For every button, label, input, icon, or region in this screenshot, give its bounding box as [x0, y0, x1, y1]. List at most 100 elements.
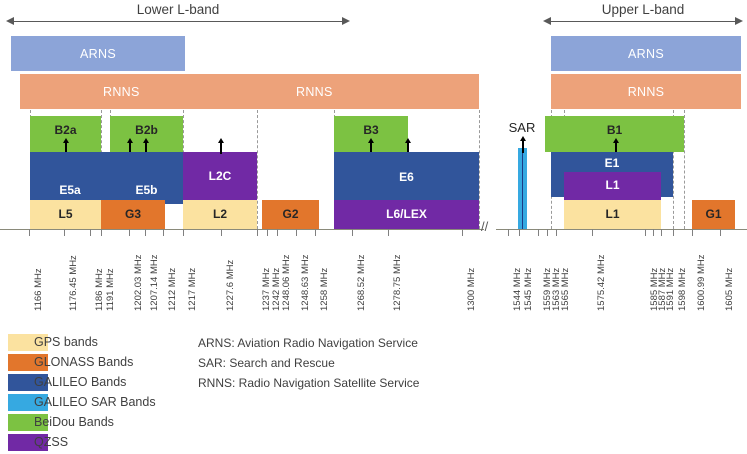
band-block-l1-qzss[interactable]: L1 [564, 172, 661, 200]
axis-tick [145, 229, 147, 236]
service-bar-arns-lower: ARNS [11, 36, 185, 71]
legend-label: GLONASS Bands [34, 355, 134, 369]
band-label-b1: B1 [606, 123, 623, 137]
axis-tick [221, 229, 223, 236]
service-label-rnns-upper: RNNS [627, 84, 665, 99]
axis-tick-label: 1217 MHz [187, 267, 198, 311]
lower-l-band-title: Lower L-band [136, 2, 220, 17]
band-label-l5: L5 [58, 207, 73, 221]
frequency-axis-left [0, 229, 484, 231]
band-label-l2c: L2C [208, 169, 232, 183]
band-label-e6: E6 [399, 170, 414, 184]
axis-tick [547, 229, 549, 236]
band-block-l5[interactable]: L5 [30, 200, 101, 229]
axis-tick-label: 1591 MHz [665, 267, 676, 311]
axis-tick-label: 1248.63 MHz [300, 254, 311, 311]
axis-tick-label: 1227.6 MHz [225, 259, 236, 311]
axis-tick [538, 229, 540, 236]
axis-tick [277, 229, 279, 236]
axis-tick [163, 229, 165, 236]
axis-tick-label: 1212 MHz [167, 267, 178, 311]
service-label-rnns-left: RNNS [103, 84, 140, 99]
band-block-b1[interactable]: B1 [545, 116, 684, 153]
guide-line [479, 110, 480, 229]
legend-label: GALILEO SAR Bands [34, 395, 156, 409]
axis-tick [462, 229, 464, 236]
axis-tick-label: 1186 MHz [94, 268, 105, 311]
legend-label: QZSS [34, 435, 69, 449]
band-block-b3[interactable]: B3 [334, 116, 411, 153]
axis-tick-label: 1258 MHz [319, 267, 330, 311]
axis-break-marker: // [481, 219, 489, 234]
guide-line [684, 110, 685, 229]
axis-tick [556, 229, 558, 236]
service-bar-rnns-upper: RNNS [551, 74, 741, 109]
band-block-sar[interactable] [518, 148, 527, 229]
band-label-e1: E1 [604, 156, 620, 170]
band-block-b2a[interactable]: B2a [30, 116, 101, 153]
band-label-l6lex: L6/LEX [386, 207, 427, 221]
axis-tick [129, 229, 131, 236]
axis-tick [64, 229, 66, 236]
axis-tick [645, 229, 647, 236]
legend-swatch [8, 334, 48, 351]
band-label-e5b: E5b [135, 183, 158, 197]
band-label-g2: G2 [282, 207, 299, 221]
axis-tick [673, 229, 675, 236]
band-block-l1-gps[interactable]: L1 [564, 200, 661, 229]
guide-line [673, 110, 674, 229]
band-block-l6lex[interactable]: L6/LEX [334, 200, 479, 229]
band-label-l1-qzss: L1 [605, 178, 620, 192]
axis-tick-label: 1191 MHz [105, 268, 116, 311]
band-label-l2: L2 [212, 207, 227, 221]
band-label-e5a: E5a [59, 183, 81, 197]
axis-tick [29, 229, 31, 236]
band-block-e5b[interactable]: E5b [110, 152, 183, 204]
guide-line [257, 110, 258, 229]
frequency-axis-right [496, 229, 747, 231]
band-block-g2[interactable]: G2 [262, 200, 319, 229]
service-label-arns: ARNS [80, 46, 116, 61]
legend-swatch [8, 354, 48, 371]
band-block-g3[interactable]: G3 [101, 200, 165, 229]
axis-tick-label: 1598 MHz [677, 267, 688, 311]
sar-label: SAR [508, 120, 536, 135]
legend-swatch [8, 414, 48, 431]
legend-label: GALILEO Bands [34, 375, 127, 389]
axis-tick-label: 1176.45 MHz [68, 255, 79, 311]
axis-tick [692, 229, 694, 236]
axis-tick-label: 1202.03 MHz [133, 254, 144, 311]
axis-tick-label: 1605 MHz [724, 267, 735, 311]
axis-tick [720, 229, 722, 236]
axis-tick [519, 229, 521, 236]
legend-note: RNNS: Radio Navigation Satellite Service [198, 376, 420, 390]
axis-tick-label: 1278.75 MHz [392, 254, 403, 311]
axis-tick-label: 1300 MHz [466, 267, 477, 311]
band-block-l2[interactable]: L2 [183, 200, 257, 229]
band-block-e6[interactable]: E6 [334, 152, 479, 200]
band-block-e5a[interactable]: E5a [30, 152, 110, 204]
service-label-arns-upper: ARNS [628, 46, 664, 61]
band-label-l1-gps: L1 [605, 207, 620, 221]
band-label-g1: G1 [705, 207, 722, 221]
axis-tick-label: 1544 MHz [512, 267, 523, 311]
axis-tick [653, 229, 655, 236]
axis-tick [267, 229, 269, 236]
service-label-rnns-right: RNNS [296, 84, 333, 99]
axis-tick [388, 229, 390, 236]
axis-tick-label: 1600.99 MHz [696, 254, 707, 311]
upper-l-band-title: Upper L-band [601, 2, 685, 17]
axis-tick [257, 229, 259, 236]
band-label-b2a: B2a [54, 123, 77, 137]
legend-label: GPS bands [34, 335, 98, 349]
band-block-g1[interactable]: G1 [692, 200, 735, 229]
legend-swatch [8, 394, 48, 411]
legend-label: BeiDou Bands [34, 415, 114, 429]
band-block-b2b[interactable]: B2b [110, 116, 183, 153]
band-label-g3: G3 [124, 207, 141, 221]
service-bar-rnns-lower: RNNS RNNS [20, 74, 479, 109]
axis-tick-label: 1207.14 MHz [149, 254, 160, 311]
band-block-l2c[interactable]: L2C [183, 152, 257, 204]
axis-tick [315, 229, 317, 236]
